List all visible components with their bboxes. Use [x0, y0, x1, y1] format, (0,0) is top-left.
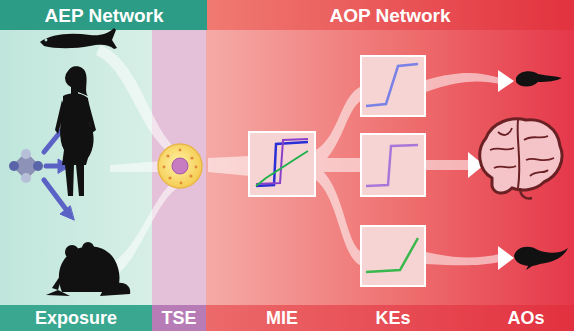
band-label: AOP Network	[329, 6, 450, 25]
band-label: KEs	[375, 309, 410, 327]
band-label: AOs	[507, 309, 544, 327]
band-label: AEP Network	[45, 6, 164, 25]
band-label: MIE	[266, 309, 298, 327]
band-label: Exposure	[35, 309, 117, 327]
band-label: TSE	[161, 309, 196, 327]
